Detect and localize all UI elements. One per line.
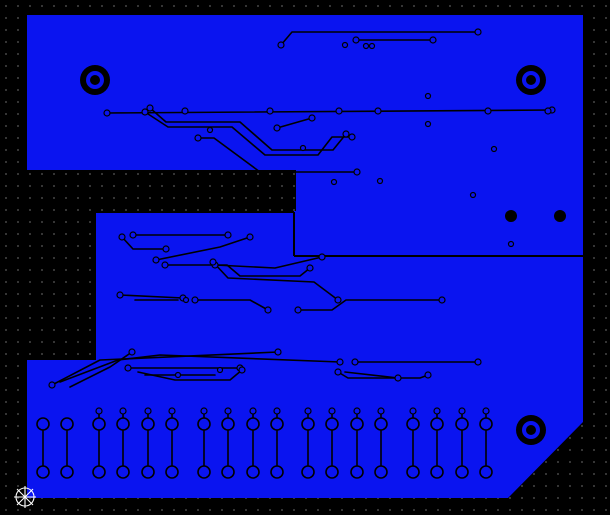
copper-pour: [27, 15, 583, 498]
connector-pad-column: [350, 407, 364, 479]
connector-pad-column: [325, 407, 339, 479]
connector-pad-column: [197, 407, 211, 479]
trace: [197, 137, 358, 173]
connector-pad-column: [270, 407, 284, 479]
copper-lower-region: [27, 255, 583, 498]
mounting-hole-icon: [80, 65, 110, 95]
trace-layer: [51, 31, 553, 388]
trace: [194, 299, 269, 311]
trace: [121, 236, 167, 250]
trace: [137, 369, 243, 381]
trace: [149, 107, 347, 151]
trace: [51, 351, 279, 386]
trace: [344, 371, 399, 379]
connector-pads: [36, 407, 493, 479]
trace: [155, 236, 251, 261]
connector-pad-column: [455, 407, 469, 479]
connector-pad-column: [92, 407, 106, 479]
trace: [337, 371, 429, 379]
connector-pad-column: [301, 407, 315, 479]
origin-crosshair-icon: [14, 486, 36, 508]
trace: [144, 111, 353, 156]
trace-endpoints: [48, 28, 556, 389]
trace: [164, 264, 311, 277]
trace: [59, 354, 341, 383]
connector-pad-column: [116, 407, 130, 479]
connector-pad-column: [374, 407, 388, 479]
connector-pad-column: [60, 417, 74, 479]
trace: [106, 109, 553, 114]
trace: [119, 294, 184, 299]
isolation-gaps: [96, 211, 583, 257]
trace: [212, 261, 339, 301]
connector-pad-column: [430, 407, 444, 479]
mounting-hole-icon: [516, 415, 546, 445]
trace: [214, 256, 323, 269]
through-holes: [505, 210, 566, 222]
trace: [69, 351, 133, 388]
connector-pad-column: [246, 407, 260, 479]
connector-pad-column: [36, 417, 50, 479]
vias: [174, 41, 515, 379]
trace: [280, 31, 479, 46]
connector-pad-column: [221, 407, 235, 479]
connector-pad-column: [479, 407, 493, 479]
copper-upper-region: [27, 15, 583, 255]
mounting-hole-icon: [516, 65, 546, 95]
trace: [297, 299, 443, 311]
connector-pad-column: [141, 407, 155, 479]
connector-pad-column: [406, 407, 420, 479]
trace: [276, 117, 313, 129]
connector-pad-column: [165, 407, 179, 479]
